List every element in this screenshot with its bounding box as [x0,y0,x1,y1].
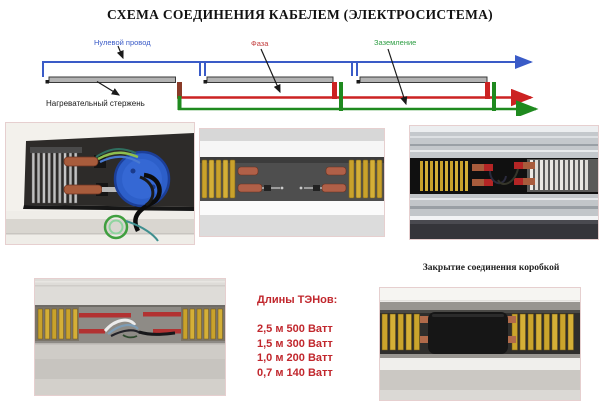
wire-blue [99,155,141,164]
rod-terminal [203,80,207,84]
brass-coil-right [511,313,574,351]
ten-length-item: 2,5 м 500 Ватт [257,323,333,335]
copper-rod-end [63,184,103,195]
copper-rod-end [472,164,484,171]
photo-closed-junction-box [379,287,581,401]
rod-label-arrow [96,80,121,96]
connector-pin [313,185,320,191]
ground-label-arrow [387,48,408,106]
photo-convector-junction-box [5,122,195,245]
phase-stub-rod3 [485,82,490,99]
copper-rod-end [237,183,263,193]
connector-pin [264,185,271,191]
copper-rod-end [321,183,347,193]
brass-coil-left [37,308,78,340]
brass-coil-right [182,308,223,340]
photo-rod-pin-connection [199,128,385,237]
wire-green-loop [103,214,129,240]
ten-length-item: 1,5 м 300 Ватт [257,337,333,350]
phase-stub-rod1 [177,82,182,98]
copper-rod-end [63,156,99,167]
brass-fins-left [420,161,468,191]
red-rod [79,313,131,318]
rod-terminal [356,80,360,84]
wire-green-yellow [97,151,139,161]
copper-rod-end [420,336,430,343]
silver-fins-right [530,160,588,190]
heating-rod-1 [48,76,176,83]
wiring-diagram [42,45,539,116]
neutral-wire-drops [42,61,358,77]
copper-rod-end [506,336,516,343]
wire-taped [138,330,176,336]
wire-white [103,318,137,333]
ten-length-item: 0,7 м 140 Ватт [257,366,333,379]
red-rod [79,329,105,334]
ten-lengths-block: Длины ТЭНов: 2,5 м 500 Ватт 1,5 м 300 Ва… [257,294,337,380]
brass-coil-right [348,159,383,199]
photo-rod-wire-connection [409,125,599,240]
brass-coil-left [381,313,420,351]
ground-stub-rod3 [492,82,496,111]
label-neutral-wire: Нулевой провод [94,38,151,47]
ten-length-item: 1,0 м 200 Ватт [257,352,333,364]
label-heating-rod: Нагревательный стержень [46,99,145,108]
ten-lengths-heading: Длины ТЭНов: [257,294,338,306]
copper-rod-end [237,166,259,176]
neutral-label-arrow [116,45,124,60]
cable-black [133,172,162,233]
copper-rod-end [523,178,535,185]
wire-blue [107,323,139,335]
ground-stub-rod2 [339,82,343,111]
phase-label-arrow [260,48,281,94]
label-phase-wire: Фаза [251,39,269,48]
page-title: СХЕМА СОЕДИНЕНИЯ КАБЕЛЕМ (ЭЛЕКТРОСИСТЕМА… [107,7,493,22]
heating-rod-2 [206,76,334,83]
phase-stub-rod2 [332,82,337,99]
wire-dark [497,168,519,185]
convector-fins [31,152,78,204]
red-rod [153,329,181,334]
copper-rod-end [325,166,347,176]
photo-wire-splice [34,278,226,396]
copper-rod-end [523,162,535,169]
label-ground-wire: Заземление [374,38,417,47]
copper-rod-end [506,316,516,323]
copper-rod-end [472,179,484,186]
rod-terminal [45,80,49,84]
wire-dark-blue [489,170,507,185]
ground-stub-rod1 [177,96,182,110]
wire-green [122,334,138,339]
caption-box-closure: Закрытие соединения коробкой [422,263,560,273]
red-rod [143,312,181,317]
heating-rod-3 [359,76,488,83]
wire-black [110,329,141,337]
wire-dark [95,148,137,158]
junction-box-cover [428,312,508,354]
brass-coil-left [201,159,236,199]
copper-rod-end [420,316,430,323]
